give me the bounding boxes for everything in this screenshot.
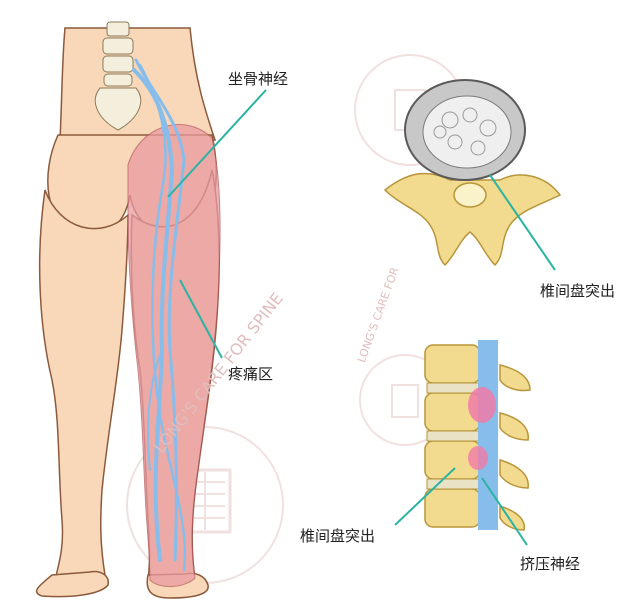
pain-region — [127, 124, 221, 587]
sacrum — [95, 87, 141, 131]
label-pain-area: 疼痛区 — [228, 365, 274, 383]
sciatic-nerve — [132, 58, 187, 572]
leader-compressed — [481, 477, 528, 546]
herniation-spot-lower — [468, 446, 488, 470]
lumbar-spine-back — [95, 21, 141, 131]
leader-disc-top — [489, 174, 556, 271]
label-compressed-nerve: 挤压神经 — [520, 555, 581, 573]
label-disc-herniation-top: 椎间盘突出 — [540, 282, 616, 300]
label-sciatic-nerve: 坐骨神经 — [228, 70, 289, 88]
spine-side-view — [424, 340, 531, 531]
leader-lines — [167, 89, 556, 546]
leader-disc-bottom — [394, 467, 456, 526]
leader-sciatic — [167, 89, 267, 198]
herniation-spot-upper — [468, 387, 496, 423]
label-disc-herniation-bottom: 椎间盘突出 — [300, 527, 376, 545]
leader-pain — [179, 279, 223, 359]
disc-cross-section — [383, 79, 562, 267]
